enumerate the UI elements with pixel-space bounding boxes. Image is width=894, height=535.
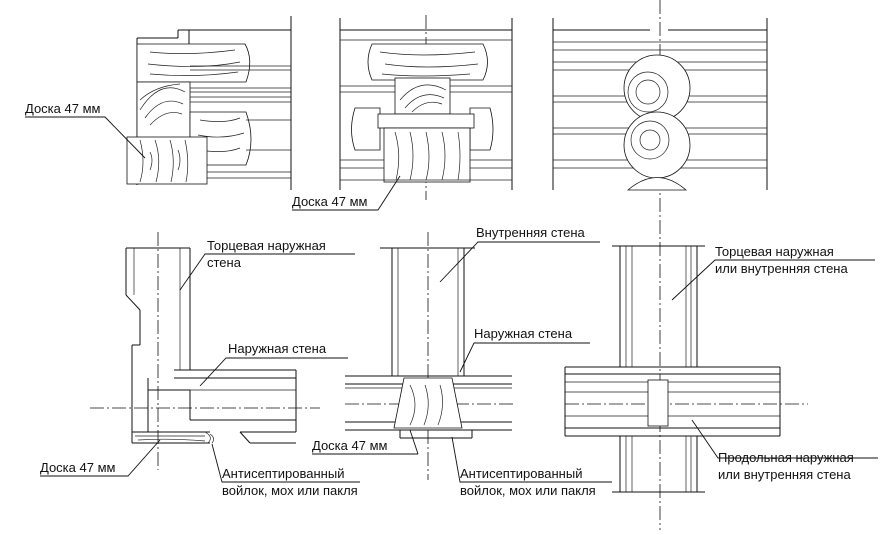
elevation-t-junction xyxy=(339,15,513,200)
label-end-outer-or-inner: Торцевая наружная xyxy=(715,244,834,259)
leader-lines xyxy=(25,116,878,483)
label-end-outer-wall: Торцевая наружная xyxy=(207,238,326,253)
label-board-47-top-left: Доска 47 мм xyxy=(25,101,101,116)
plan-cross-junction xyxy=(564,245,808,493)
label-antiseptic-middle: Антисептированный xyxy=(460,466,582,481)
label-outer-wall-middle: Наружная стена xyxy=(474,326,573,341)
label-antiseptic-left: Антисептированный xyxy=(222,466,344,481)
label-inner-wall: Внутренняя стена xyxy=(476,225,586,240)
plan-t-junction xyxy=(345,232,515,480)
annotation-labels: Доска 47 мм Доска 47 мм Торцевая наружна… xyxy=(25,101,854,498)
label-antiseptic-middle-line2: войлок, мох или пакля xyxy=(460,483,596,498)
label-antiseptic-left-line2: войлок, мох или пакля xyxy=(222,483,358,498)
elevation-corner-junction xyxy=(126,16,292,190)
label-longitudinal-wall-line2: или внутренняя стена xyxy=(718,467,851,482)
elevation-log-ends xyxy=(552,0,768,530)
label-board-47-bottom-left: Доска 47 мм xyxy=(40,460,116,475)
label-longitudinal-wall: Продольная наружная xyxy=(718,450,854,465)
plan-corner-junction xyxy=(90,232,320,470)
label-end-outer-or-inner-line2: или внутренняя стена xyxy=(715,261,848,276)
label-board-47-top-middle: Доска 47 мм xyxy=(292,194,368,209)
label-end-outer-wall-line2: стена xyxy=(207,255,242,270)
label-board-47-bottom-middle: Доска 47 мм xyxy=(312,438,388,453)
label-outer-wall-left: Наружная стена xyxy=(228,341,327,356)
